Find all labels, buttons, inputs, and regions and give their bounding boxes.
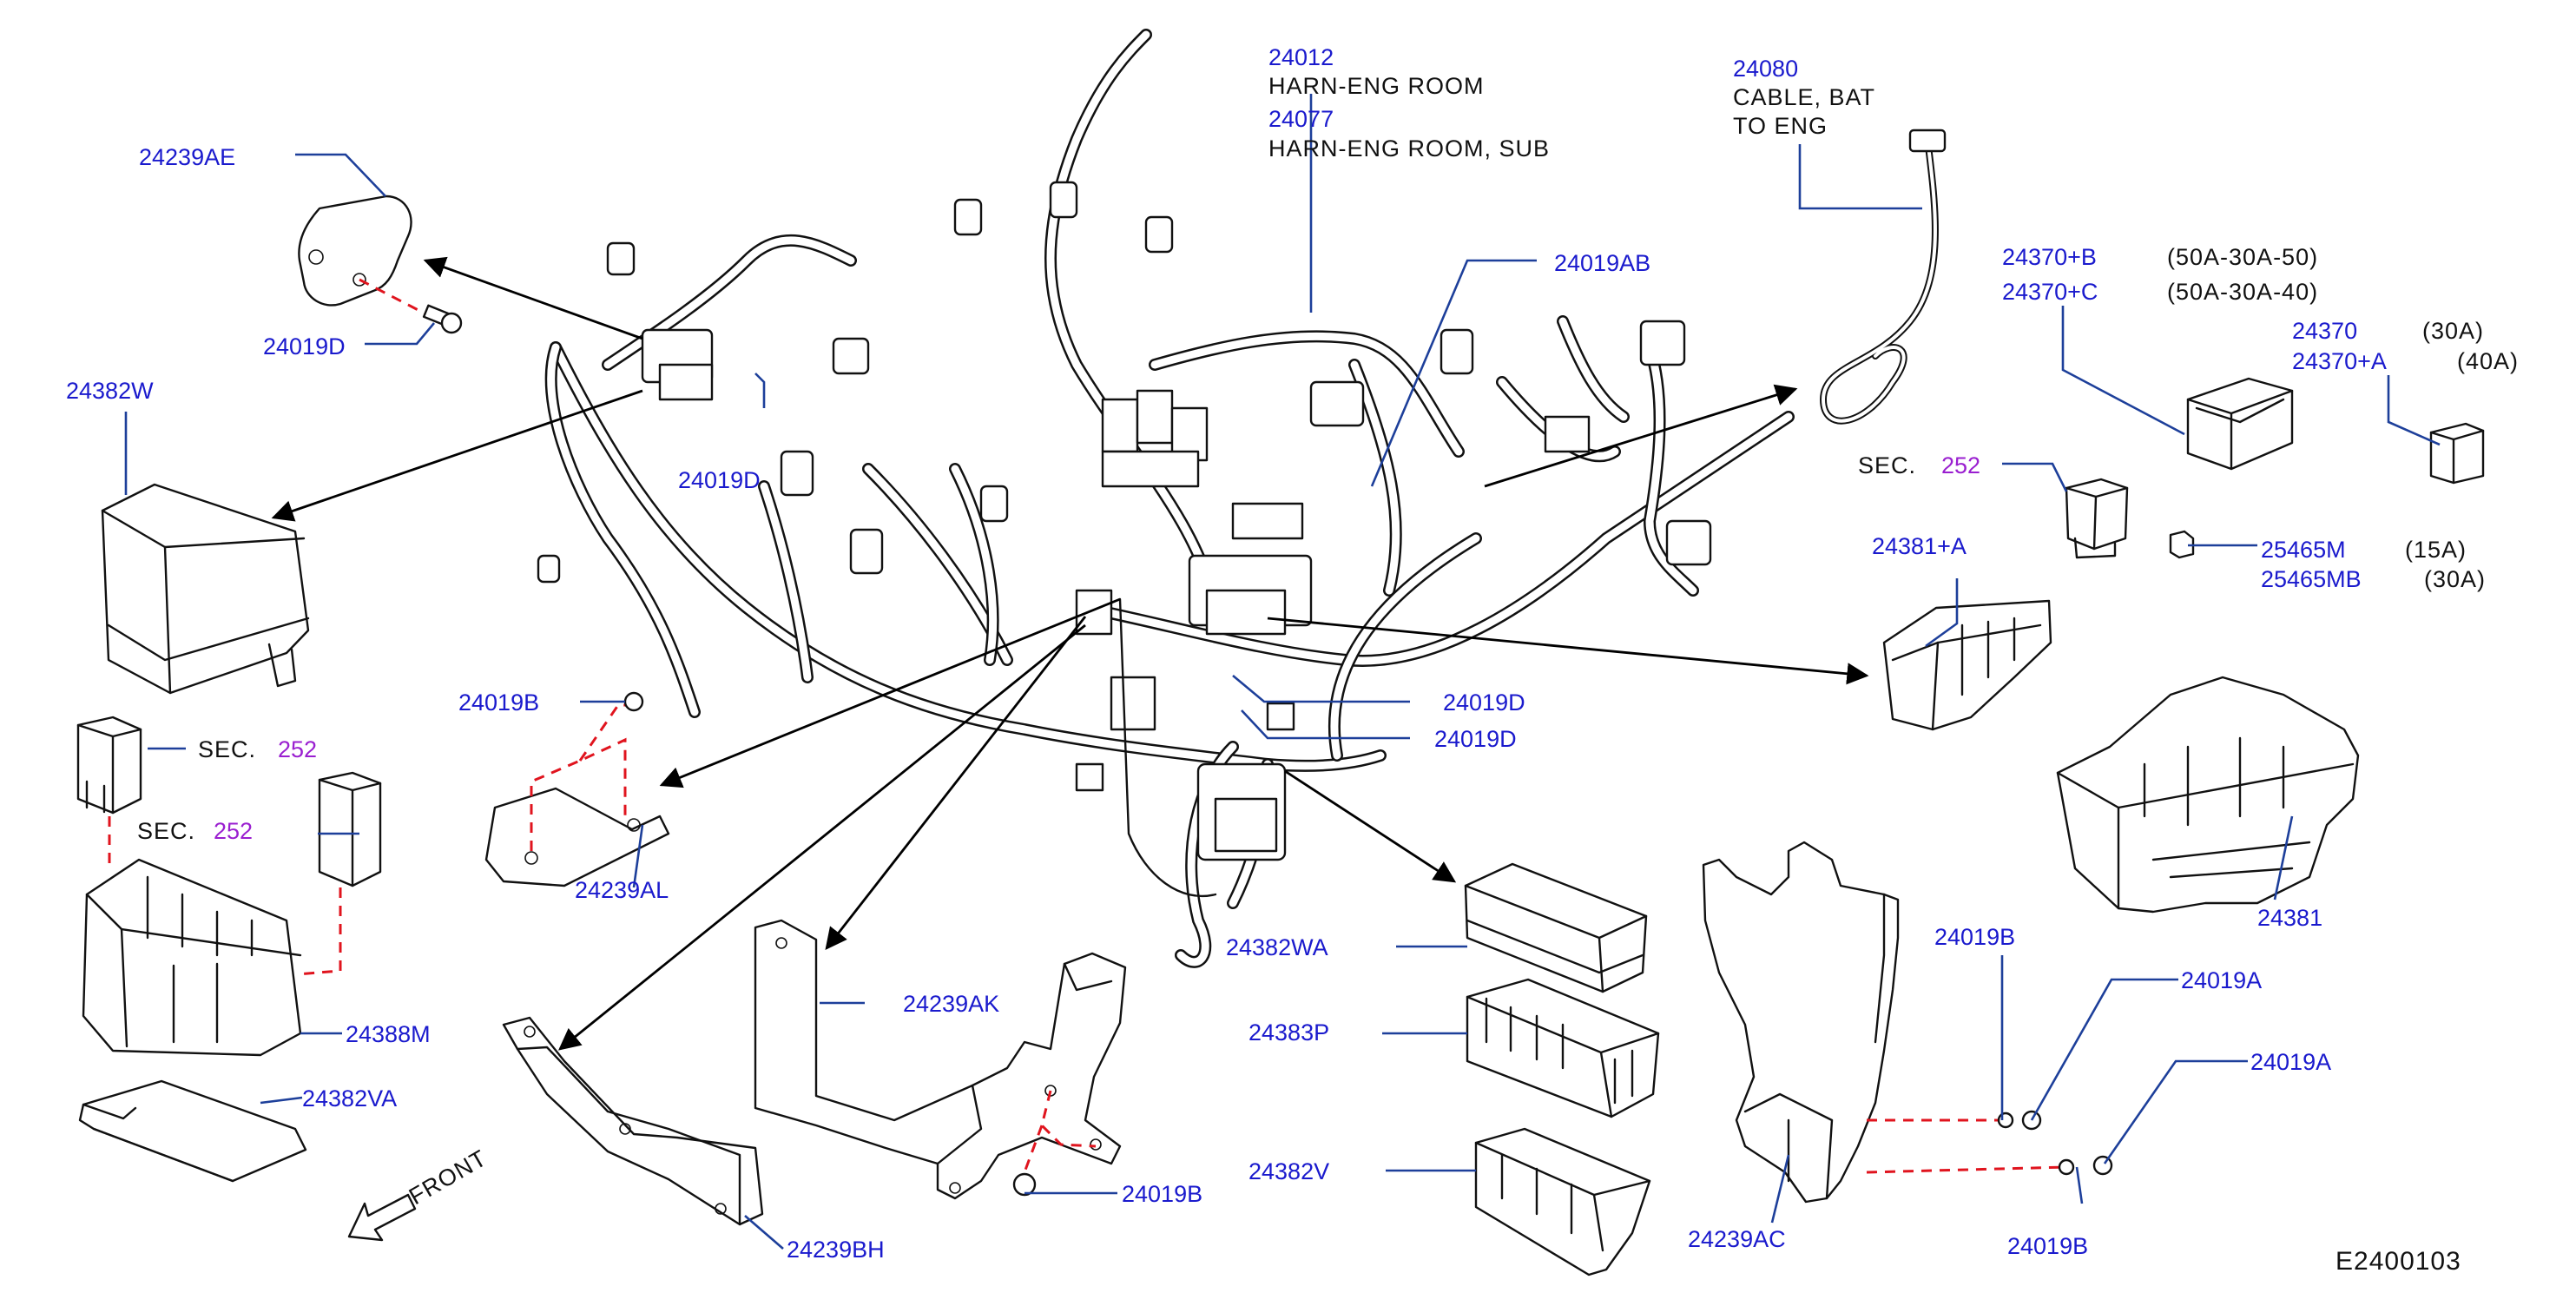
label-24381a: 24381+A: [1872, 533, 1967, 559]
label-24019a-upper: 24019A: [2181, 967, 2262, 993]
label-24382wa: 24382WA: [1226, 934, 1328, 960]
fuse-block-24381a: [1882, 599, 2052, 731]
label-24080-desc2: TO ENG: [1733, 113, 1828, 139]
label-24370a-spec: (40A): [2457, 348, 2519, 374]
fuse-holder-24382v: [1474, 1127, 1651, 1277]
label-24012-desc: HARN-ENG ROOM: [1268, 73, 1485, 99]
label-24382v: 24382V: [1248, 1158, 1329, 1184]
label-sec-right: SEC.: [1858, 452, 1916, 478]
label-24388m: 24388M: [346, 1021, 431, 1047]
labels: 24012 HARN-ENG ROOM 24077 HARN-ENG ROOM,…: [66, 44, 2519, 1276]
label-24019b-right-top: 24019B: [1934, 924, 2015, 950]
bracket-24239al: [484, 691, 670, 887]
bracket-24239ak: [754, 919, 1127, 1200]
front-arrow-icon: [347, 1193, 417, 1242]
label-25465mb-spec: (30A): [2424, 566, 2486, 592]
label-25465mb: 25465MB: [2261, 566, 2362, 592]
label-24370c: 24370+C: [2002, 279, 2098, 305]
label-24019d-mid2: 24019D: [1434, 726, 1517, 752]
label-sec-left2-num: 252: [214, 818, 253, 844]
label-24077-desc: HARN-ENG ROOM, SUB: [1268, 135, 1550, 162]
label-24012: 24012: [1268, 44, 1334, 70]
engine-room-harness: [537, 29, 1795, 968]
label-sec-right-num: 252: [1941, 452, 1980, 478]
label-24019a-lower: 24019A: [2250, 1049, 2331, 1075]
assembly-arrows: [271, 256, 1869, 1051]
label-24370: 24370: [2292, 318, 2357, 344]
label-24239bh: 24239BH: [787, 1237, 885, 1263]
battery-cable: [1819, 129, 1947, 425]
label-24019b-right-bottom: 24019B: [2007, 1233, 2088, 1259]
relay-box-24388m: [82, 858, 302, 1057]
label-24019ab: 24019AB: [1554, 250, 1650, 276]
label-24370b-spec: (50A-30A-50): [2167, 244, 2318, 270]
label-24381: 24381: [2257, 905, 2322, 931]
label-24077: 24077: [1268, 106, 1334, 132]
label-24370a: 24370+A: [2292, 348, 2387, 374]
bracket-24239ac: [1702, 841, 2113, 1204]
cover-24382wa: [1464, 862, 1648, 993]
label-sec-left1-num: 252: [278, 736, 317, 762]
label-24370-spec: (30A): [2422, 318, 2484, 344]
fusible-link-24370b: [2186, 377, 2294, 471]
relay-middle: [318, 771, 382, 887]
label-24239ac: 24239AC: [1688, 1226, 1786, 1252]
label-front: FRONT: [405, 1145, 491, 1210]
label-24383p: 24383P: [1248, 1019, 1329, 1046]
relay-left: [76, 716, 142, 815]
label-24019d-harness: 24019D: [678, 467, 761, 493]
relay-sec-252: [2065, 478, 2129, 559]
label-25465m-spec: (15A): [2405, 537, 2467, 563]
label-25465m: 25465M: [2261, 537, 2346, 563]
label-24239ae: 24239AE: [139, 144, 235, 170]
label-sec-left2: SEC.: [137, 818, 195, 844]
label-24019b-bottom: 24019B: [1122, 1181, 1202, 1207]
label-sec-left1: SEC.: [198, 736, 256, 762]
fusible-link-24370: [2429, 422, 2485, 485]
label-24019d-top: 24019D: [263, 333, 346, 360]
bracket-24239ae: [298, 195, 463, 334]
label-24370b: 24370+B: [2002, 244, 2097, 270]
cover-24382w: [101, 483, 310, 695]
label-24080: 24080: [1733, 56, 1798, 82]
label-24239ak: 24239AK: [903, 991, 999, 1017]
leader-lines: [124, 94, 2441, 1250]
fuse-block-24383p: [1466, 978, 1660, 1118]
bracket-24239bh: [502, 1016, 764, 1226]
fuse-block-24381: [2056, 676, 2360, 914]
label-24370c-spec: (50A-30A-40): [2167, 279, 2318, 305]
label-24019d-mid1: 24019D: [1443, 689, 1525, 716]
diagram-id: E2400103: [2336, 1247, 2461, 1276]
label-24239al: 24239AL: [575, 877, 669, 903]
cover-24382va: [78, 1079, 307, 1183]
bolt-24019d: [422, 304, 463, 334]
label-24382w: 24382W: [66, 378, 154, 404]
label-24080-desc1: CABLE, BAT: [1733, 84, 1875, 110]
label-24382va: 24382VA: [302, 1085, 397, 1112]
label-24019b-left: 24019B: [458, 689, 539, 716]
fuse-25465m: [2169, 530, 2195, 559]
